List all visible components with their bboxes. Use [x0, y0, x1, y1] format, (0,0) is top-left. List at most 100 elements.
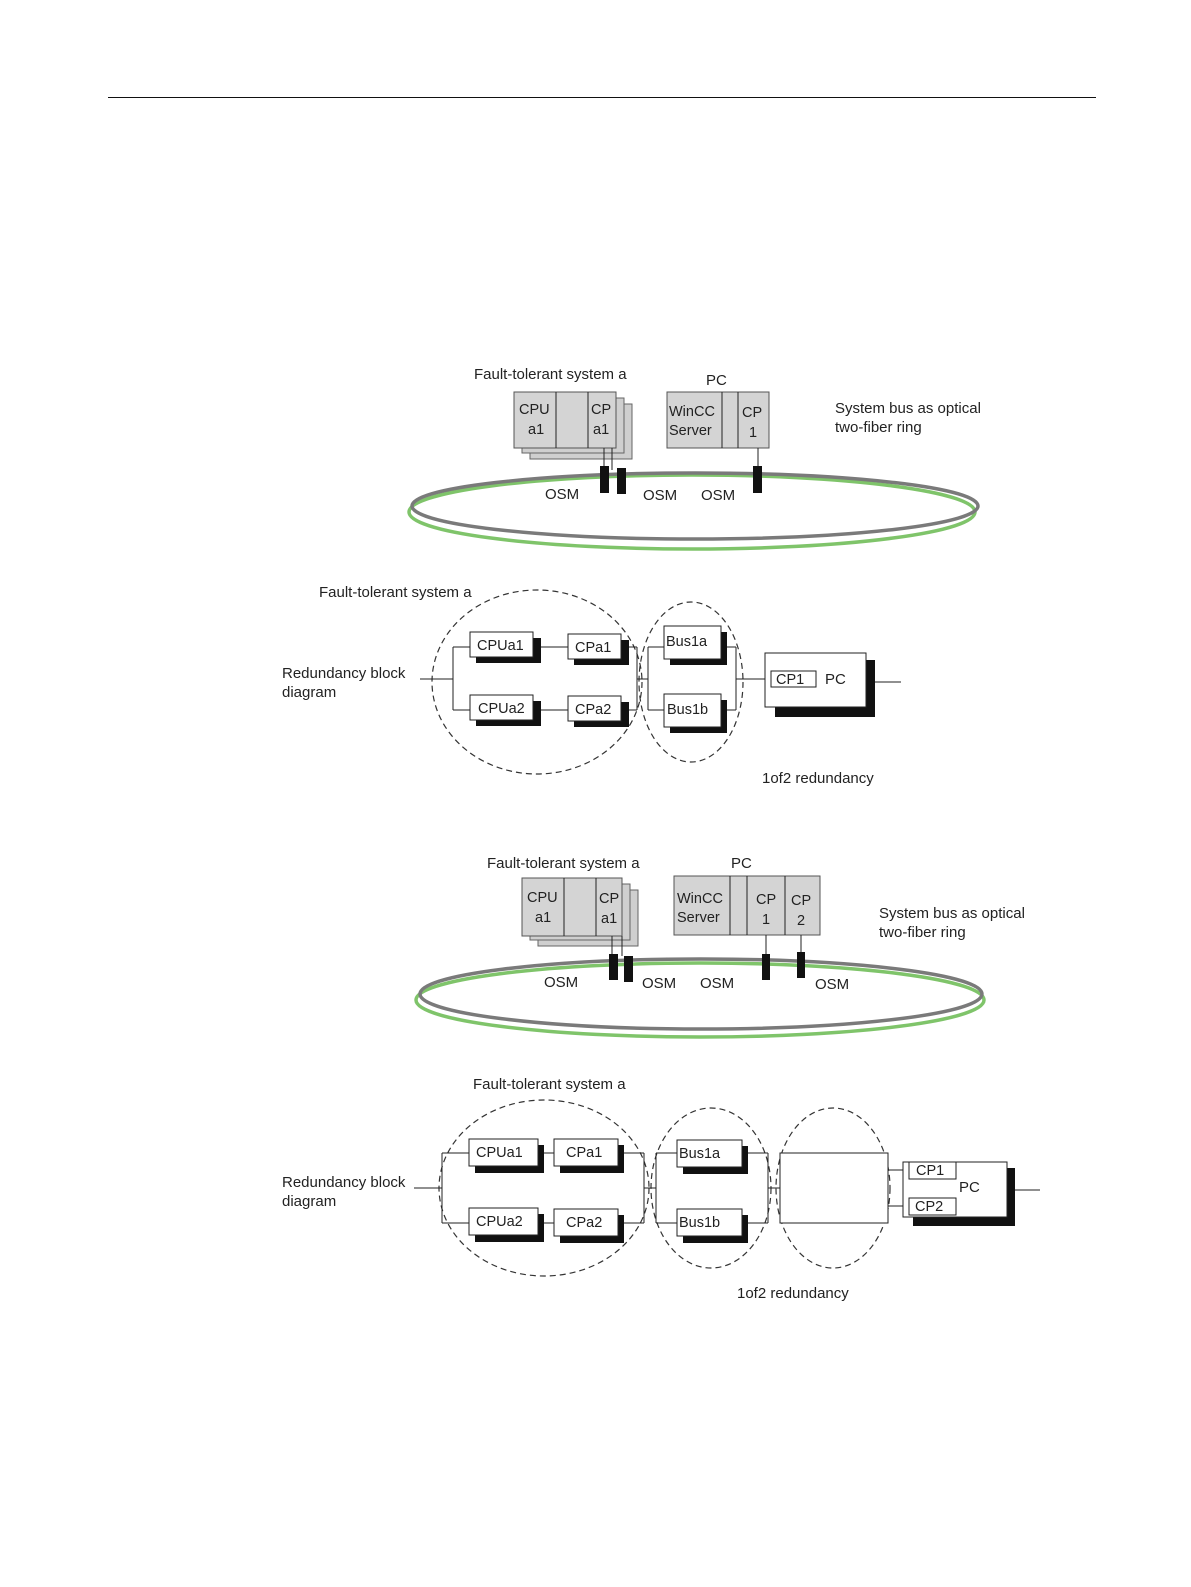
svg-text:Bus1a: Bus1a — [679, 1146, 721, 1162]
fig4-block-cpa2: CPa2 — [553, 1208, 624, 1243]
svg-text:CPUa2: CPUa2 — [476, 1214, 523, 1230]
fig1-wincc-label-2: Server — [669, 423, 712, 439]
fig4-pc-frame — [779, 1152, 889, 1224]
fig3-cp2-label-2: 2 — [797, 913, 805, 929]
fig3-cp1-label-1: CP — [756, 892, 776, 908]
fig3-osm-module — [609, 954, 618, 980]
figure-4-redundancy-block-diagram: Fault-tolerant system a Redundancy block… — [282, 1076, 1040, 1302]
svg-text:Bus1b: Bus1b — [679, 1215, 720, 1231]
fig2-block-cpua1: CPUa1 — [469, 631, 541, 663]
svg-text:CPa2: CPa2 — [566, 1215, 602, 1231]
fig4-dashed-group-bus — [650, 1107, 772, 1269]
fig2-block-cp1 — [770, 670, 817, 688]
fig1-cpu-label-1: CPU — [519, 402, 550, 418]
fig1-system-label: Fault-tolerant system a — [474, 366, 627, 383]
fig4-dashed-group-system — [438, 1099, 650, 1277]
fig1-pc-box: WinCC Server CP 1 — [666, 391, 770, 449]
fig3-osm-label: OSM — [815, 976, 849, 993]
fig4-block-cp2 — [908, 1197, 957, 1216]
fig4-block-bus1b: Bus1b — [676, 1208, 748, 1243]
fig2-block-cpa2: CPa2 — [567, 695, 629, 727]
fig3-pc-box: WinCC Server CP 1 CP 2 — [673, 875, 821, 936]
fig3-osm-module — [762, 954, 770, 980]
fig2-block-bus1b: Bus1b — [663, 693, 727, 733]
fig1-bus-note-2: two-fiber ring — [835, 419, 922, 436]
fig3-osm-module — [624, 956, 633, 982]
svg-text:PC: PC — [825, 671, 846, 688]
fig4-block-cpua2: CPUa2 — [468, 1207, 544, 1242]
fig1-cp1-label-1: CP — [742, 405, 762, 421]
fig2-dashed-group-system — [431, 589, 643, 775]
fig4-dashed-group-pc — [775, 1107, 891, 1269]
fig3-osm-label: OSM — [700, 975, 734, 992]
fig2-dashed-group-bus — [638, 601, 744, 763]
fig3-cp-label-2: a1 — [601, 911, 617, 927]
svg-text:CPa2: CPa2 — [575, 702, 611, 718]
fig1-cpu-label-2: a1 — [528, 422, 544, 438]
fig2-rbd-label-1: Redundancy block — [282, 665, 406, 682]
fig2-block-bus1a: Bus1a — [663, 625, 727, 665]
svg-text:PC: PC — [959, 1179, 980, 1196]
svg-text:CPUa1: CPUa1 — [476, 1145, 523, 1161]
fig2-rbd-label-2: diagram — [282, 684, 336, 701]
fig1-osm-module — [753, 466, 762, 493]
svg-text:CPUa2: CPUa2 — [478, 701, 525, 717]
fig2-block-cpa1: CPa1 — [567, 633, 629, 665]
fig3-cp1-label-2: 1 — [762, 912, 770, 928]
fig2-redundancy-note: 1of2 redundancy — [762, 770, 874, 787]
fig1-wincc-label-1: WinCC — [669, 404, 715, 420]
fig1-osm-module — [600, 466, 609, 493]
fig3-osm-label: OSM — [642, 975, 676, 992]
svg-text:Bus1b: Bus1b — [667, 702, 708, 718]
fig3-wincc-label-1: WinCC — [677, 891, 723, 907]
fig3-wincc-label-2: Server — [677, 910, 720, 926]
header-rule — [108, 97, 1096, 98]
svg-text:Bus1a: Bus1a — [666, 634, 708, 650]
fig3-rack: CPU a1 CP a1 — [521, 877, 639, 947]
fig3-cpu-label-2: a1 — [535, 910, 551, 926]
figure-3-ring-topology: Fault-tolerant system a PC CPU a1 CP a1 … — [414, 855, 1025, 1039]
svg-text:CPa1: CPa1 — [566, 1145, 602, 1161]
fig1-cp-label-2: a1 — [593, 422, 609, 438]
fig1-ring-outer — [410, 471, 980, 541]
fig2-system-label: Fault-tolerant system a — [319, 584, 472, 601]
fig1-osm-label: OSM — [701, 487, 735, 504]
svg-text:CPa1: CPa1 — [575, 640, 611, 656]
fig1-osm-label: OSM — [545, 486, 579, 503]
fig3-pc-label: PC — [731, 855, 752, 872]
fig3-cpu-label-1: CPU — [527, 890, 558, 906]
fig1-osm-label: OSM — [643, 487, 677, 504]
fig1-bus-note-1: System bus as optical — [835, 400, 981, 417]
fig3-ring-inner — [414, 961, 986, 1039]
fig4-system-label: Fault-tolerant system a — [473, 1076, 626, 1093]
fig3-bus-note-2: two-fiber ring — [879, 924, 966, 941]
fig1-cp1-label-2: 1 — [749, 425, 757, 441]
fig3-osm-label: OSM — [544, 974, 578, 991]
svg-text:CP2: CP2 — [915, 1199, 943, 1215]
fig4-block-pc: CP1 CP2 PC — [902, 1161, 1015, 1226]
fig4-rbd-label-1: Redundancy block — [282, 1174, 406, 1191]
fig3-system-label: Fault-tolerant system a — [487, 855, 640, 872]
svg-text:CPUa1: CPUa1 — [477, 638, 524, 654]
fig3-cp-label-1: CP — [599, 891, 619, 907]
fig1-cp-label-1: CP — [591, 402, 611, 418]
fig4-block-cp1 — [908, 1161, 957, 1180]
fig4-block-cpua1: CPUa1 — [468, 1138, 544, 1173]
fig2-block-cpua2: CPUa2 — [469, 694, 541, 726]
figure-1-ring-topology: Fault-tolerant system a PC CPU a1 CP a1 … — [407, 366, 981, 551]
fig1-rack: CPU a1 CP a1 — [513, 391, 633, 460]
svg-text:CP1: CP1 — [776, 672, 804, 688]
svg-text:CP1: CP1 — [916, 1163, 944, 1179]
fig4-redundancy-note: 1of2 redundancy — [737, 1285, 849, 1302]
fig3-cp2-label-1: CP — [791, 893, 811, 909]
fig3-bus-note-1: System bus as optical — [879, 905, 1025, 922]
fig4-rbd-label-2: diagram — [282, 1193, 336, 1210]
fig1-pc-label: PC — [706, 372, 727, 389]
fig1-osm-module — [617, 468, 626, 494]
fig3-osm-module — [797, 952, 805, 978]
figure-2-redundancy-block-diagram: Fault-tolerant system a Redundancy block… — [282, 584, 901, 787]
fig4-block-bus1a: Bus1a — [676, 1139, 748, 1174]
fig3-ring-outer — [418, 957, 984, 1031]
fig2-block-pc: CP1 PC — [764, 652, 875, 717]
